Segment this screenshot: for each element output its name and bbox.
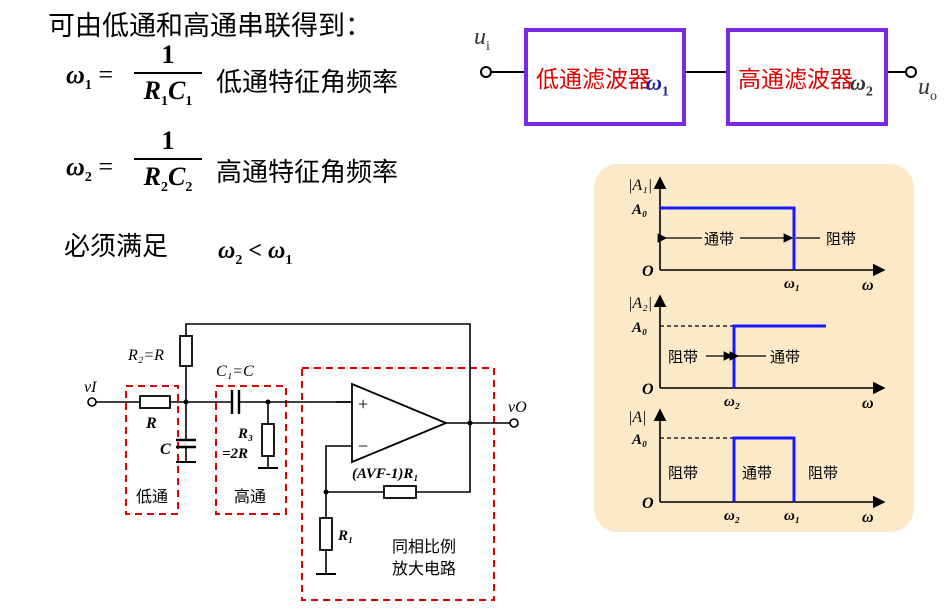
r3-label: R₃ (237, 426, 253, 442)
eq2-lhs: ω2 = (66, 152, 113, 186)
plot3-stop-left: 阻带 (668, 465, 698, 482)
plot3-level: A₀ (631, 432, 647, 448)
r3-resistor (261, 423, 275, 457)
amplifier-caption-line1: 同相比例 (392, 538, 456, 556)
plot2-origin: O (642, 381, 654, 398)
feedback-resistor (383, 485, 417, 499)
block-output-label: uo (918, 74, 937, 104)
plot-highpass: |A₂| A₀ O ω₂ ω 阻带 通带 (628, 294, 886, 412)
amplifier-dashed-box (301, 367, 495, 601)
c1-label: C₁=C (216, 363, 254, 380)
plot3-stop-right: 阻带 (808, 465, 838, 482)
vout-label: vO (508, 399, 527, 416)
eq1-denominator: R1C1 (143, 76, 193, 110)
condition-label: 必须满足 (64, 232, 169, 262)
eq1-numerator: 1 (161, 40, 175, 69)
plot3-ylabel: |A| (628, 409, 647, 426)
feedback-label: (AVF-1)R₁ (352, 466, 419, 482)
plot1-xaxis: ω (862, 277, 874, 294)
plot1-pass: 通带 (704, 231, 734, 248)
plot2-ylabel: |A₂| (628, 295, 652, 312)
c-label: C (160, 441, 171, 458)
r-label: R (145, 415, 157, 432)
plot1-stop: 阻带 (826, 231, 856, 248)
frequency-response-panel (594, 164, 914, 532)
lowpass-filter-label: 低通滤波器 (536, 67, 651, 93)
plot2-xaxis: ω (862, 395, 874, 412)
r3-value-label: =2R (222, 446, 248, 462)
r1-resistor (319, 517, 333, 551)
eq2-denominator: R2C2 (143, 162, 193, 196)
highpass-trace (732, 324, 826, 388)
eq1-description: 低通特征角频率 (216, 68, 399, 98)
plot2-tick: ω₂ (724, 394, 740, 410)
circuit-schematic: R₂=R C₁=C vI vO R C R₃ =2R + − (AVF-1)R₁… (84, 323, 527, 601)
eq2-numerator: 1 (161, 126, 175, 155)
r1-label: R₁ (337, 528, 353, 544)
plot1-origin: O (642, 263, 654, 280)
r2-label: R₂=R (127, 347, 164, 364)
plot3-xaxis: ω (862, 509, 874, 526)
plot1-ylabel: |A₁| (628, 177, 652, 194)
plot1-tick: ω₁ (784, 276, 800, 292)
plot2-stop: 阻带 (668, 349, 698, 366)
plot2-level: A₀ (631, 320, 647, 336)
op-amp (351, 382, 449, 464)
heading: 可由低通和高通串联得到： (48, 11, 372, 42)
highpass-dashed-box (215, 385, 287, 515)
plot-bandpass: |A| A₀ O ω₂ ω₁ ω 阻带 通带 阻带 (628, 408, 886, 526)
highpass-caption: 高通 (234, 488, 266, 506)
plot3-origin: O (642, 495, 654, 512)
vin-label: vI (84, 379, 97, 396)
lowpass-caption: 低通 (136, 488, 168, 506)
plot3-tick-a: ω₂ (724, 508, 740, 524)
plot-lowpass: |A₁| A₀ O ω₁ ω 通带 阻带 (628, 176, 886, 294)
lowpass-dashed-box (125, 385, 179, 515)
plot3-pass: 通带 (742, 465, 772, 482)
block-input-label: ui (474, 24, 490, 54)
highpass-filter-label: 高通滤波器 (738, 67, 853, 93)
plot3-tick-b: ω₁ (784, 508, 800, 524)
eq2-fraction: 1 R2C2 (134, 126, 202, 203)
r2-resistor (179, 335, 193, 367)
plus-sign: + (358, 394, 368, 414)
lowpass-omega: ω1 (646, 70, 669, 100)
amplifier-caption-line2: 放大电路 (392, 560, 456, 578)
minus-sign: − (358, 436, 368, 456)
eq1-fraction: 1 R1C1 (134, 40, 202, 117)
eq1-lhs: ω1 = (66, 60, 113, 94)
highpass-filter-box: 高通滤波器 ω2 (726, 28, 888, 126)
r-resistor (139, 395, 171, 409)
lowpass-filter-box: 低通滤波器 ω1 (524, 28, 686, 126)
frequency-response-plots: |A₁| A₀ O ω₁ ω 通带 阻带 |A₂| A₀ O ω₂ ω 阻带 通… (628, 176, 886, 526)
lowpass-trace (660, 206, 796, 270)
plot2-pass: 通带 (770, 349, 800, 366)
condition-expression: ω2 < ω1 (218, 238, 293, 268)
eq2-description: 高通特征角频率 (216, 158, 399, 188)
plot1-level: A₀ (631, 202, 647, 218)
bandpass-trace (732, 436, 796, 502)
highpass-omega: ω2 (850, 70, 873, 100)
